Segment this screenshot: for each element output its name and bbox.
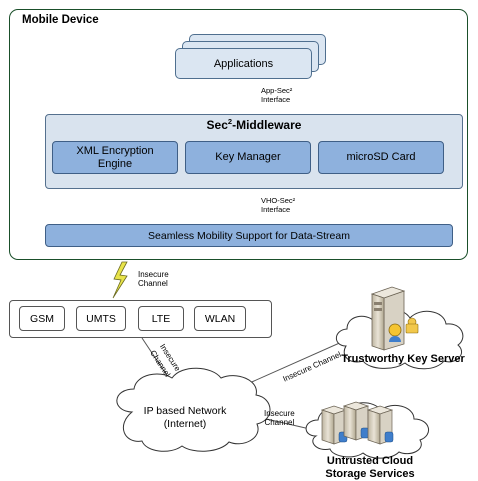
ip-network-label: IP based Network (Internet) xyxy=(122,400,248,436)
microsd-card-label: microSD Card xyxy=(346,151,416,163)
insecure-channel-top-line-1: Insecure xyxy=(138,270,169,279)
insecure-channel-cloud-line-2: Channel xyxy=(264,418,295,427)
lightning-icon xyxy=(112,261,128,299)
ip-network-line-2: (Internet) xyxy=(163,418,207,430)
ip-network-line-1: IP based Network xyxy=(143,405,227,417)
radio-wlan-label: WLAN xyxy=(204,312,236,325)
xml-encryption-line-1: XML Encryption xyxy=(76,144,154,157)
app-sec-interface-label: App-Sec² Interface xyxy=(261,86,292,104)
radio-umts-label: UMTS xyxy=(86,312,116,325)
key-server-icon xyxy=(370,286,419,351)
radio-gsm-label: GSM xyxy=(30,312,54,325)
storage-server-icons xyxy=(320,401,394,445)
insecure-channel-top-line-2: Channel xyxy=(138,279,168,288)
device-title: Mobile Device xyxy=(22,14,99,26)
vho-sec-interface-line-2: Interface xyxy=(261,205,291,214)
key-manager-label: Key Manager xyxy=(215,151,281,163)
applications-box: Applications xyxy=(175,48,312,79)
key-server-label: Trustworthy Key Server xyxy=(341,353,465,365)
vho-sec-interface-line-1: VHO-Sec² xyxy=(261,196,296,205)
cloud-storage-label: Untrusted Cloud Storage Services xyxy=(300,455,440,481)
applications-label: Applications xyxy=(213,57,274,70)
app-sec-interface-line-2: Interface xyxy=(261,95,291,104)
middleware-title: Sec2-Middleware xyxy=(206,117,302,132)
xml-encryption-engine-box: XML Encryption Engine xyxy=(52,141,178,174)
insecure-channel-cloud-label: Insecure Channel xyxy=(264,409,295,427)
radio-wlan: WLAN xyxy=(194,306,246,331)
seamless-mobility-label: Seamless Mobility Support for Data-Strea… xyxy=(148,229,350,242)
microsd-card-box: microSD Card xyxy=(318,141,444,174)
radio-lte-label: LTE xyxy=(151,312,171,325)
insecure-channel-cloud-line-1: Insecure xyxy=(264,409,295,418)
insecure-channel-top-label: Insecure Channel xyxy=(138,270,169,288)
radio-lte: LTE xyxy=(138,306,184,331)
radio-gsm: GSM xyxy=(19,306,65,331)
vho-sec-interface-label: VHO-Sec² Interface xyxy=(261,196,295,214)
radio-umts: UMTS xyxy=(76,306,126,331)
cloud-storage-line-1: Untrusted Cloud xyxy=(326,455,414,467)
xml-encryption-line-2: Engine xyxy=(97,157,133,170)
seamless-mobility-box: Seamless Mobility Support for Data-Strea… xyxy=(45,224,453,247)
key-manager-box: Key Manager xyxy=(185,141,311,174)
ip-network-cloud xyxy=(116,367,271,452)
cloud-storage-line-2: Storage Services xyxy=(325,468,415,480)
app-sec-interface-line-1: App-Sec² xyxy=(261,86,293,95)
